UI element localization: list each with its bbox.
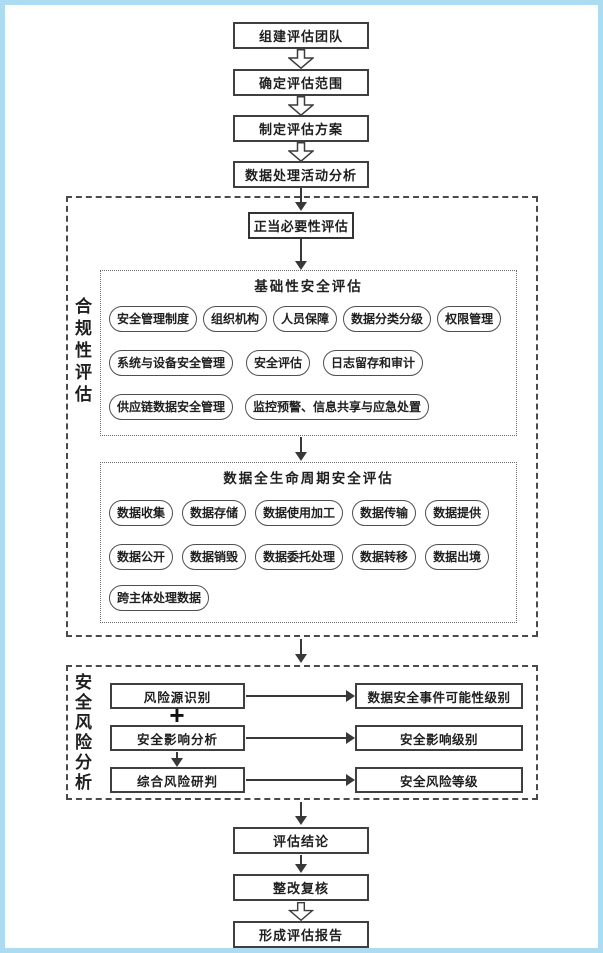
pill-item: 数据分类分级 [343, 306, 432, 332]
compliance-section [66, 196, 538, 637]
h-arrow-head [346, 732, 355, 744]
h-arrow-head [346, 690, 355, 702]
solid-arrow-shaft [300, 188, 302, 203]
h-arrow-head [346, 774, 355, 786]
pill-item: 供应链数据安全管理 [109, 394, 234, 420]
solid-arrow-shaft [300, 802, 302, 816]
step-rectification-review: 整改复核 [233, 874, 369, 901]
lifecycle-pill-row-1: 数据收集 数据存储 数据使用加工 数据传输 数据提供 [109, 500, 508, 526]
solid-arrow-head [295, 864, 307, 873]
solid-arrow-shaft [300, 239, 302, 262]
pill-item: 数据转移 [352, 544, 417, 570]
incident-level-box: 数据安全事件可能性级别 [355, 683, 523, 709]
hollow-down-arrow [288, 96, 314, 116]
basic-security-title: 基础性安全评估 [254, 279, 363, 294]
solid-arrow-shaft [176, 752, 178, 759]
basic-pill-row-3: 供应链数据安全管理 监控预警、信息共享与应急处置 [109, 394, 508, 420]
lifecycle-pill-row-2: 数据公开 数据销毁 数据委托处理 数据转移 数据出境 [109, 544, 508, 570]
pill-item: 组织机构 [203, 306, 268, 332]
solid-arrow-head [295, 452, 307, 461]
impact-analysis-box: 安全影响分析 [110, 725, 245, 751]
pill-item: 安全管理制度 [109, 306, 198, 332]
step-conclusion: 评估结论 [233, 827, 369, 854]
solid-arrow-head [295, 654, 307, 663]
step-form-team: 组建评估团队 [233, 22, 369, 49]
pill-item: 人员保障 [273, 306, 338, 332]
risk-section [66, 665, 538, 800]
pill-item: 数据公开 [109, 544, 174, 570]
pill-item: 安全评估 [246, 350, 311, 376]
step-final-report: 形成评估报告 [233, 921, 369, 948]
pill-item: 数据委托处理 [255, 544, 344, 570]
basic-pill-row-1: 安全管理制度 组织机构 人员保障 数据分类分级 权限管理 [109, 306, 508, 332]
pill-item: 数据提供 [425, 500, 490, 526]
lifecycle-box: 数据全生命周期安全评估 数据收集 数据存储 数据使用加工 数据传输 数据提供 数… [100, 462, 517, 623]
basic-pill-row-2: 系统与设备安全管理 安全评估 日志留存和审计 [109, 350, 508, 376]
pill-item: 数据存储 [182, 500, 247, 526]
solid-arrow-shaft [300, 639, 302, 655]
step-activity-analysis: 数据处理活动分析 [233, 161, 369, 188]
impact-level-box: 安全影响级别 [355, 725, 523, 751]
hollow-down-arrow [288, 49, 314, 69]
basic-security-box: 基础性安全评估 安全管理制度 组织机构 人员保障 数据分类分级 权限管理 系统与… [100, 270, 517, 436]
pill-item: 数据传输 [352, 500, 417, 526]
solid-arrow-head [295, 202, 307, 211]
solid-arrow-head [295, 261, 307, 270]
hollow-down-arrow [288, 902, 314, 921]
compliance-side-label: 合规性评估 [72, 297, 91, 407]
risk-side-label: 安全风险分析 [72, 673, 91, 793]
lifecycle-title: 数据全生命周期安全评估 [223, 471, 394, 486]
risk-grade-box: 安全风险等级 [355, 767, 523, 793]
step-make-plan: 制定评估方案 [233, 115, 369, 142]
solid-arrow-head [171, 758, 183, 767]
pill-item: 监控预警、信息共享与应急处置 [245, 394, 430, 420]
pill-item: 日志留存和审计 [323, 350, 424, 376]
pill-item: 数据收集 [109, 500, 174, 526]
pill-item: 系统与设备安全管理 [109, 350, 234, 376]
hollow-down-arrow [288, 142, 314, 162]
h-arrow-shaft [246, 779, 346, 781]
solid-arrow-shaft [300, 855, 302, 864]
comprehensive-judgement-box: 综合风险研判 [110, 767, 245, 793]
solid-arrow-head [295, 816, 307, 825]
pill-item: 数据使用加工 [255, 500, 344, 526]
pill-item: 数据销毁 [182, 544, 247, 570]
h-arrow-shaft [246, 695, 346, 697]
risk-source-box: 风险源识别 [110, 683, 245, 709]
solid-arrow-shaft [300, 437, 302, 452]
h-arrow-shaft [246, 737, 346, 739]
necessity-assessment-box: 正当必要性评估 [248, 212, 354, 239]
lifecycle-pill-row-3: 跨主体处理数据 [109, 585, 508, 611]
pill-item: 权限管理 [437, 306, 502, 332]
plus-symbol: + [169, 700, 185, 730]
step-define-scope: 确定评估范围 [233, 69, 369, 96]
pill-item: 数据出境 [425, 544, 490, 570]
pill-item: 跨主体处理数据 [109, 585, 210, 611]
